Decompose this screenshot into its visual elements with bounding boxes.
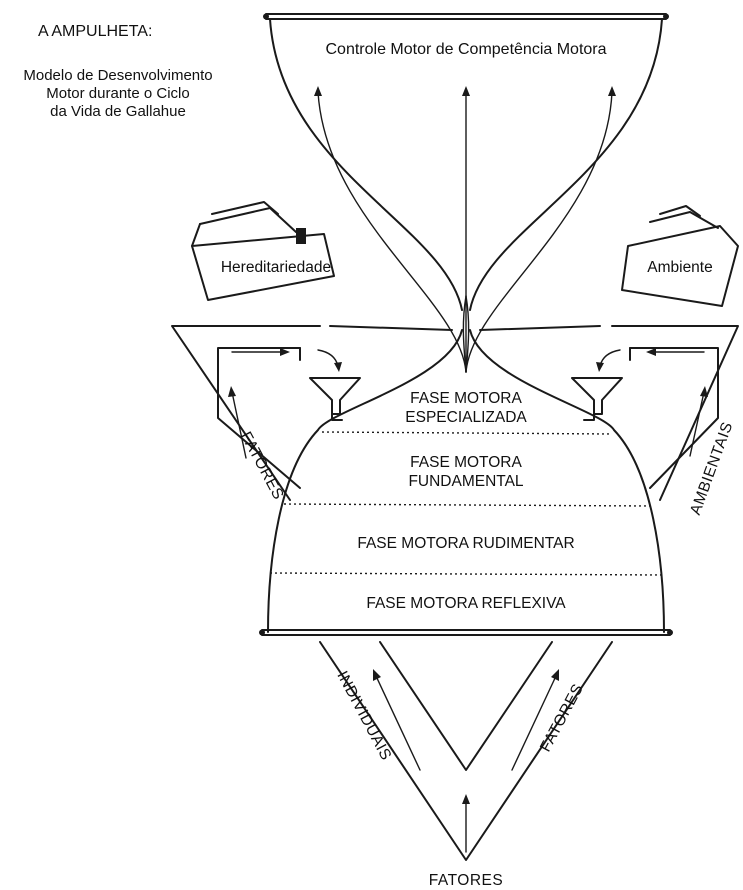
bottom-right-factors-label: FATORES: [537, 681, 587, 755]
heredity-label: Hereditariedade: [221, 259, 331, 276]
left-funnel: [309, 377, 361, 421]
phase-divider-2: [283, 503, 653, 507]
hourglass-bottom-rim: [259, 629, 673, 636]
phase-specialized-line-1: FASE MOTORA: [410, 390, 522, 407]
left-factors-label: FATORES: [237, 429, 287, 503]
bottom-factor-triangle: [319, 641, 613, 861]
right-funnel: [571, 377, 623, 421]
heredity-bucket: [191, 201, 335, 301]
diagram-title: A AMPULHETA:: [38, 23, 152, 40]
phase-fundamental-line-1: FASE MOTORA: [410, 454, 522, 471]
phase-specialized-line-2: ESPECIALIZADA: [405, 409, 527, 426]
hourglass-upper-bulb: [269, 18, 663, 311]
neck-bar-right: [479, 325, 601, 331]
environment-bucket: [621, 205, 739, 307]
diagram-subtitle-line-3: da Vida de Gallahue: [50, 103, 186, 120]
environment-label: Ambiente: [647, 259, 712, 276]
bottom-left-factors-label: INDIVIDUAIS: [333, 668, 394, 763]
bottom-factors-label: FATORES: [429, 872, 503, 889]
right-factor-triangle: [596, 325, 739, 501]
diagram-subtitle-line-2: Motor durante o Ciclo: [46, 85, 189, 102]
hourglass-lower-bulb: [267, 329, 665, 633]
left-factor-triangle: [171, 325, 342, 501]
hourglass-top-rim: [263, 13, 669, 20]
neck-bar-left: [329, 325, 453, 331]
phase-reflexive: FASE MOTORA REFLEXIVA: [366, 595, 566, 612]
sand-flow-lines: [314, 86, 616, 373]
diagram-subtitle-line-1: Modelo de Desenvolvimento: [23, 67, 212, 84]
phase-rudimentary: FASE MOTORA RUDIMENTAR: [357, 535, 574, 552]
top-label: Controle Motor de Competência Motora: [325, 41, 606, 58]
phase-divider-1: [321, 431, 613, 435]
phase-fundamental-line-2: FUNDAMENTAL: [408, 473, 523, 490]
phase-divider-3: [269, 572, 665, 576]
